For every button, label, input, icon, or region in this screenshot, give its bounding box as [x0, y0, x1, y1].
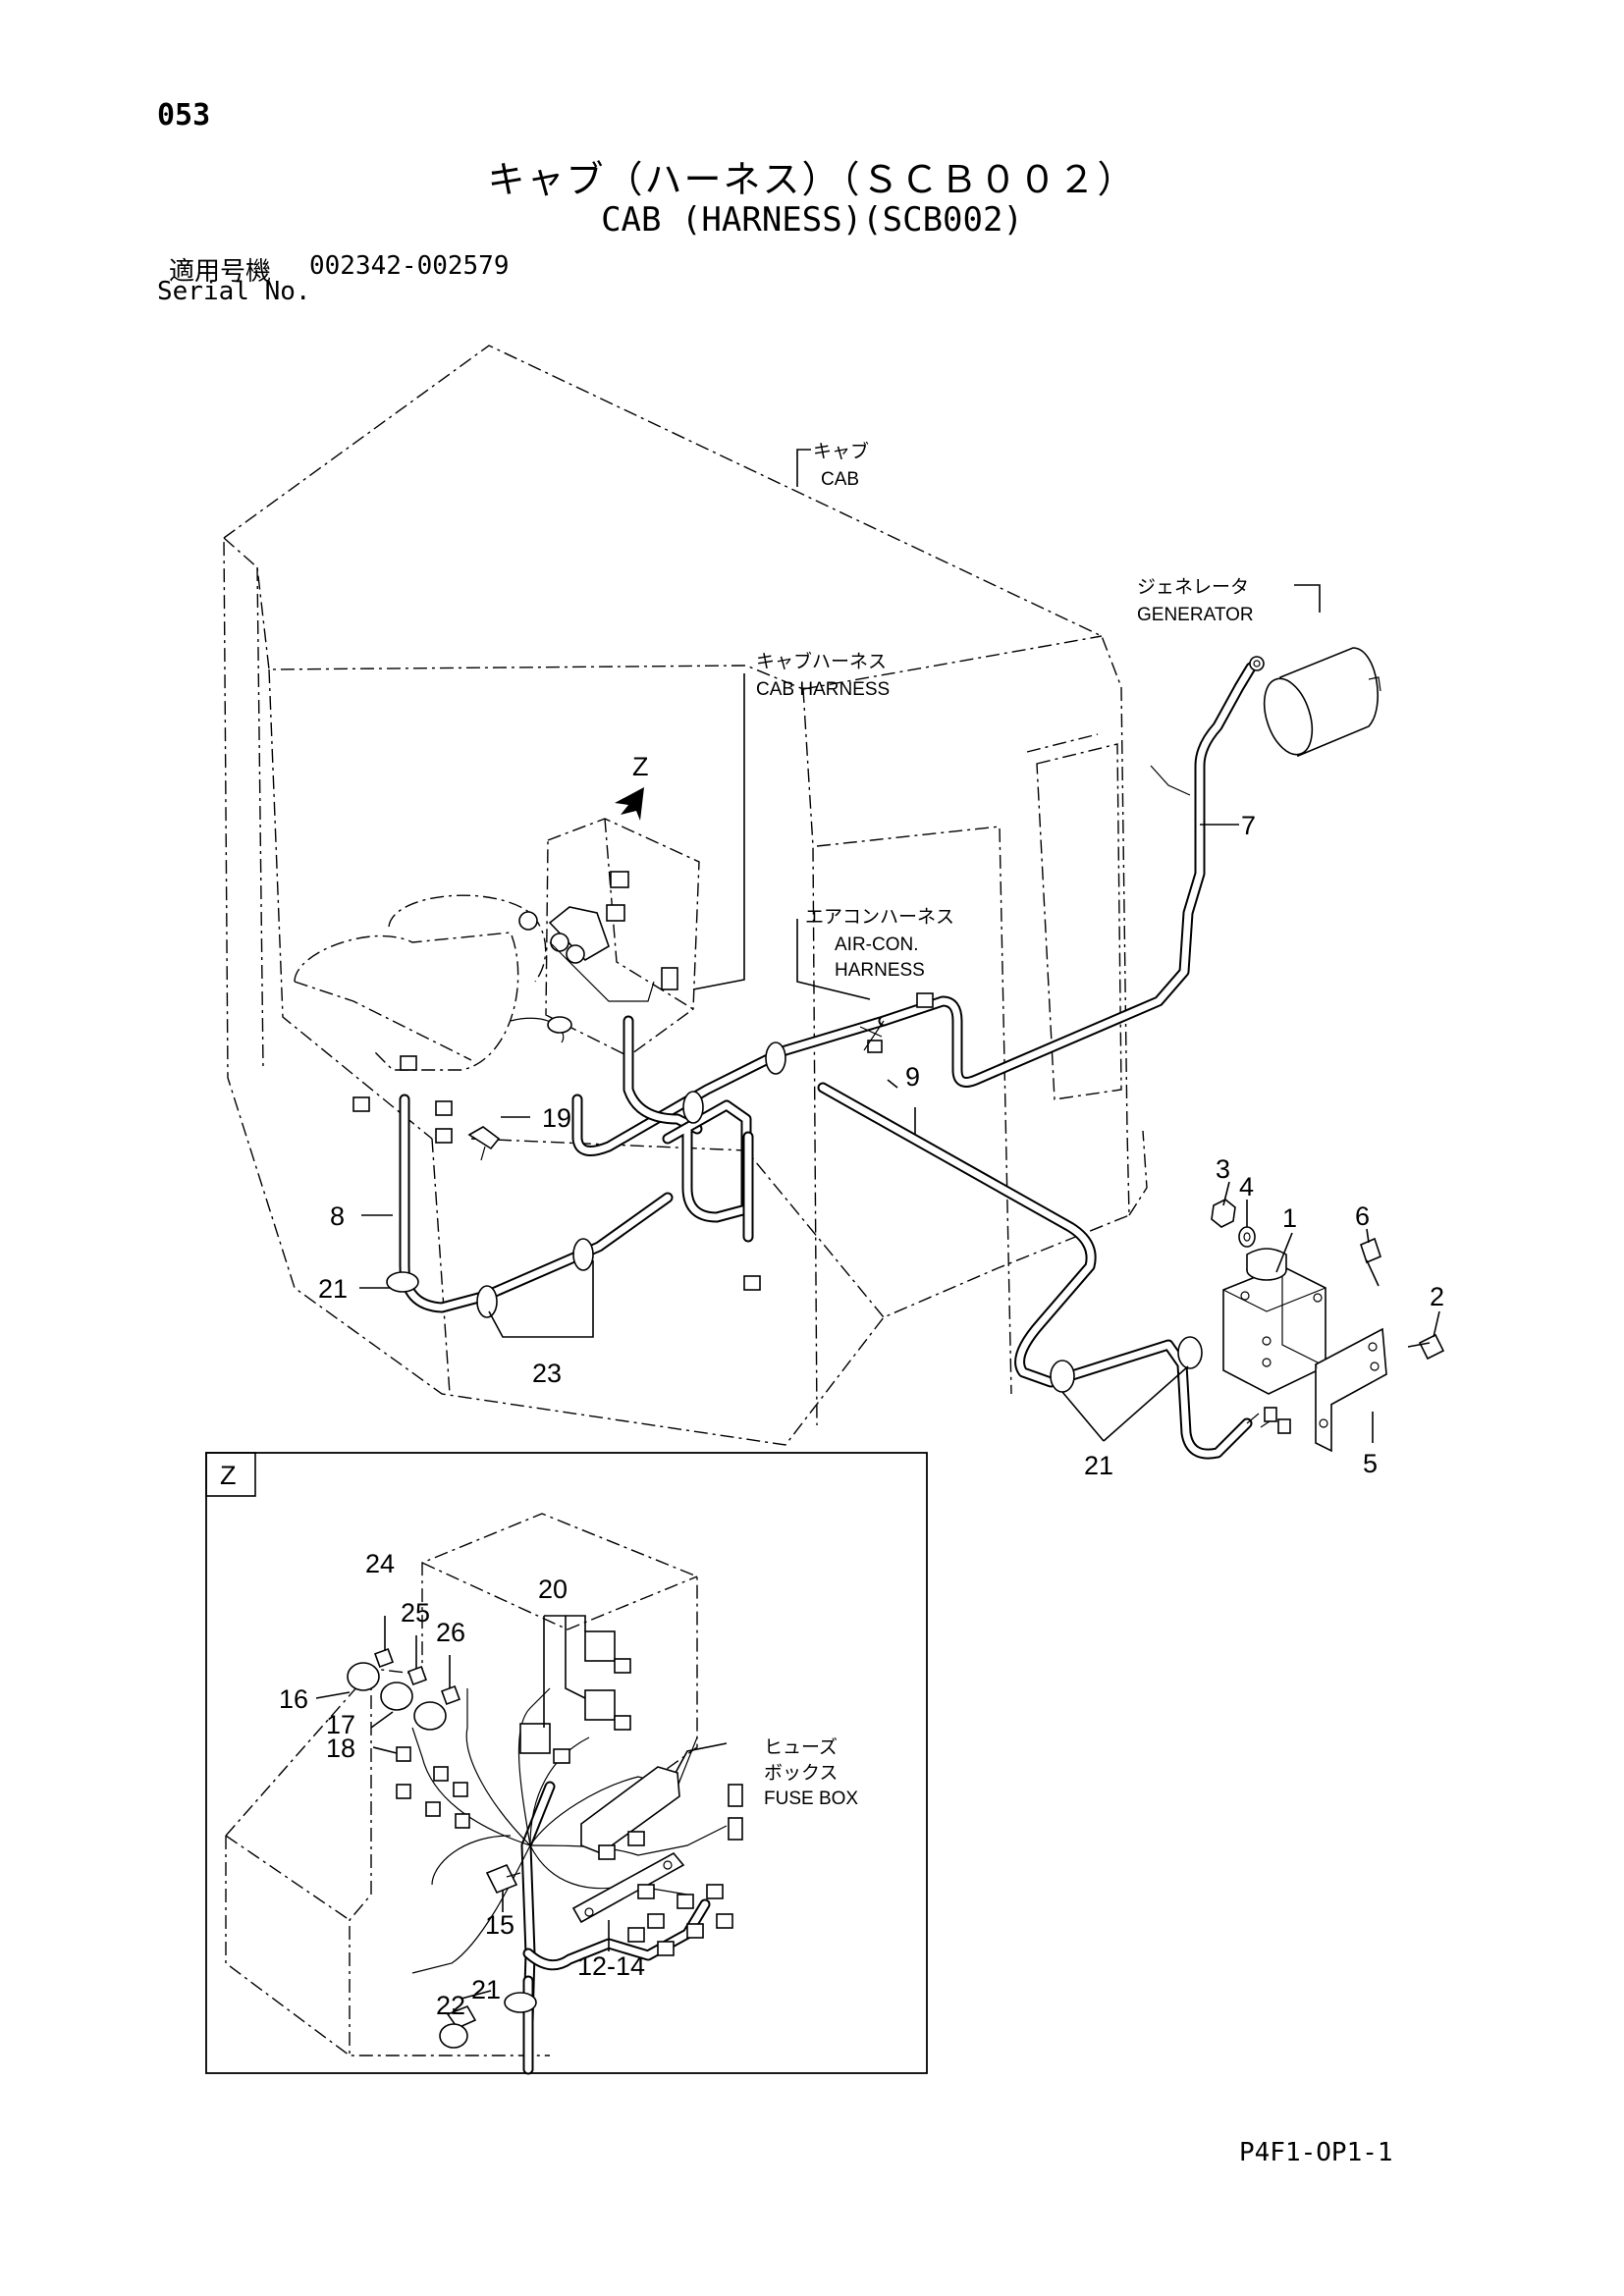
- callout-15: 15: [485, 1910, 514, 1940]
- callout-16: 16: [279, 1684, 308, 1714]
- washer-icon: [1238, 1226, 1256, 1248]
- detail-frame: [205, 1452, 928, 2074]
- callout-5: 5: [1363, 1449, 1378, 1478]
- cab-label-jp: キャブ: [813, 440, 869, 462]
- callout-1: 1: [1282, 1203, 1297, 1233]
- callout-25: 25: [401, 1598, 430, 1628]
- fasteners: [1211, 1199, 1445, 1361]
- harness-clamps: [386, 1041, 1203, 1393]
- fuse-box-assembly-icon: [1222, 1248, 1387, 1453]
- cab-connectors: [352, 871, 934, 1291]
- bolt-icon-2: [1407, 1333, 1445, 1361]
- footer-code: P4F1-OP1-1: [1239, 2138, 1393, 2167]
- serial-label-english: Serial No.: [157, 277, 311, 306]
- page-title-japanese: キャブ（ハーネス）（ＳＣＢ００２）: [487, 158, 1137, 201]
- page-number: 053: [157, 98, 211, 133]
- callout-8: 8: [330, 1201, 345, 1231]
- detail-tag-box: [205, 1452, 256, 1497]
- detail-labels: 24 25 26 20 16 17 18 15 12-14 22 21 ヒューズ…: [279, 1549, 858, 2020]
- cab-harness-run: [399, 1015, 890, 1313]
- callout-7: 7: [1241, 811, 1256, 840]
- detail-view-z: Z: [205, 1452, 928, 2075]
- callout-21-detail: 21: [471, 1975, 501, 2004]
- callout-26: 26: [436, 1618, 465, 1647]
- leader-lines: [359, 449, 1440, 1443]
- cab-harness-label-en: CAB HARNESS: [756, 679, 890, 700]
- generator-label-en: GENERATOR: [1137, 605, 1254, 625]
- callout-24: 24: [365, 1549, 395, 1578]
- page-title-english: CAB (HARNESS)(SCB002): [601, 200, 1023, 240]
- callout-19: 19: [542, 1103, 571, 1133]
- callout-23: 23: [532, 1359, 562, 1388]
- callout-6: 6: [1355, 1201, 1370, 1231]
- callout-2: 2: [1430, 1282, 1444, 1311]
- cab-label-en: CAB: [821, 469, 859, 490]
- main-labels: キャブ CAB ジェネレータ GENERATOR キャブハーネス CAB HAR…: [318, 440, 1444, 1480]
- bolt-icon: [1360, 1237, 1381, 1287]
- callout-4: 4: [1239, 1172, 1254, 1201]
- aircon-harness-label-en-2: HARNESS: [835, 960, 925, 981]
- view-arrow-label: Z: [632, 752, 649, 781]
- fuse-box-label-en: FUSE BOX: [764, 1789, 858, 1809]
- callout-21-right: 21: [1084, 1451, 1113, 1480]
- callout-18: 18: [326, 1734, 355, 1763]
- generator-label-jp: ジェネレータ: [1137, 576, 1249, 598]
- callout-17: 17: [326, 1710, 355, 1739]
- callout-12-14: 12-14: [577, 1951, 645, 1981]
- cab-outline: [223, 345, 1148, 1446]
- aircon-harness-run: [817, 1082, 1253, 1460]
- aircon-harness-label-jp: エアコンハーネス: [805, 907, 954, 928]
- detail-tag-label: Z: [220, 1461, 237, 1490]
- serial-label-japanese: 適用号機: [169, 257, 272, 287]
- generator-harness-run: [878, 659, 1260, 1088]
- callout-3: 3: [1216, 1154, 1230, 1184]
- callout-9: 9: [905, 1062, 920, 1092]
- serial-range: 002342-002579: [309, 251, 510, 281]
- aircon-harness-label-en-1: AIR-CON.: [835, 934, 919, 955]
- callout-21-left: 21: [318, 1274, 348, 1304]
- callout-22: 22: [436, 1991, 465, 2020]
- generator-icon: [1249, 647, 1381, 758]
- view-arrow-z: Z: [615, 752, 649, 821]
- cab-harness-label-jp: キャブハーネス: [756, 650, 887, 672]
- callout-20: 20: [538, 1575, 568, 1604]
- fuse-box-label-jp-1: ヒューズ: [764, 1736, 838, 1758]
- fuse-box-label-jp-2: ボックス: [764, 1762, 838, 1784]
